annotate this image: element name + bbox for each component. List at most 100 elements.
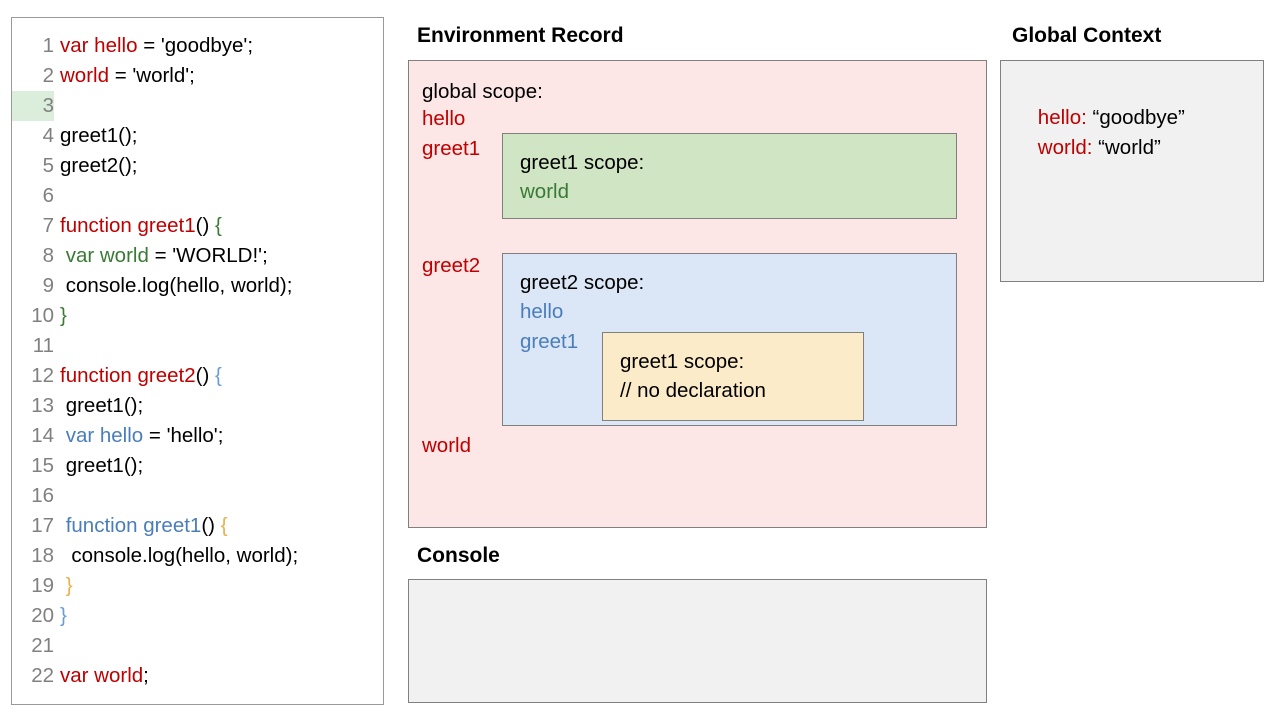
code-line-text: greet1(); [60,391,143,421]
code-token: var hello [60,34,138,57]
greet1-inner-scope-label: greet1 scope: [620,350,745,373]
greet2-scope-binding-greet1: greet1 [520,330,579,353]
code-line[interactable]: 17 function greet1() { [12,511,383,541]
line-number-gutter: 2 [12,61,60,91]
code-token: function greet2 [60,364,196,387]
code-line[interactable]: 18 console.log(hello, world); [12,541,383,571]
line-number-gutter: 19 [12,571,60,601]
code-token: () [195,364,215,387]
code-token: world [60,64,109,87]
line-number: 17 [31,514,54,537]
code-line[interactable]: 21 [12,631,383,661]
line-number: 13 [31,394,54,417]
console-output-box[interactable] [408,579,987,703]
code-line-text: console.log(hello, world); [60,541,298,571]
line-number: 8 [42,244,54,267]
code-line[interactable]: 8 var world = 'WORLD!'; [12,241,383,271]
line-number: 11 [32,334,54,357]
code-token: } [65,574,73,597]
code-token: ; [143,664,149,687]
code-token: () [201,514,221,537]
line-number-gutter: 17 [12,511,60,541]
code-token: { [220,514,228,537]
greet1-inner-scope-box: greet1 scope: // no declaration [602,332,864,421]
code-token: () [195,214,215,237]
code-line[interactable]: 14 var hello = 'hello'; [12,421,383,451]
code-line-text: function greet1() { [60,211,222,241]
global-context-entry-world: world: “world” [1015,109,1161,187]
code-token: function greet1 [65,514,202,537]
greet1-scope-box: greet1 scope: world [502,133,957,219]
code-token: var world [65,244,149,267]
environment-record-box: global scope: hello greet1 greet2 world … [408,60,987,528]
line-number-gutter: 22 [12,661,60,691]
global-scope-binding-greet1: greet1 [422,137,481,160]
line-number-gutter: 8 [12,241,60,271]
line-number-gutter: 20 [12,601,60,631]
line-number: 19 [31,574,54,597]
code-token: greet1(); [65,394,144,417]
code-token: var hello [65,424,144,447]
code-line-text: console.log(hello, world); [60,271,293,301]
line-number: 12 [31,364,54,387]
line-number: 10 [31,304,54,327]
line-number: 22 [31,664,54,687]
global-context-value-world: “world” [1092,136,1161,159]
global-scope-binding-hello: hello [422,107,466,130]
global-scope-label: global scope: [422,80,543,103]
line-number: 15 [31,454,54,477]
code-token: { [214,364,222,387]
code-line[interactable]: 20} [12,601,383,631]
code-line[interactable]: 10} [12,301,383,331]
global-context-value-hello: “goodbye” [1086,106,1185,129]
code-line[interactable]: 19 } [12,571,383,601]
code-line[interactable]: 6 [12,181,383,211]
code-line[interactable]: 12 function greet2() { [12,361,383,391]
line-number-gutter: 12 [12,361,60,391]
code-line[interactable]: 2 world = 'world'; [12,61,383,91]
line-number-gutter: 21 [12,631,60,661]
code-token: console.log(hello, world); [65,544,299,567]
greet2-scope-box: greet2 scope: hello greet1 greet1 scope:… [502,253,957,426]
line-number: 9 [42,274,54,297]
global-scope-binding-world: world [422,434,471,457]
line-number-gutter: 1 [12,31,60,61]
global-context-entry-hello: hello: “goodbye” [1015,79,1185,157]
code-token: { [214,214,222,237]
code-token: console.log(hello, world); [65,274,293,297]
line-number: 5 [42,154,54,177]
code-token: var world [60,664,144,687]
line-number-gutter: 9 [12,271,60,301]
line-number: 20 [31,604,54,627]
code-line[interactable]: 15 greet1(); [12,451,383,481]
line-number-gutter: 16 [12,481,60,511]
code-line[interactable]: 13 greet1(); [12,391,383,421]
line-number-gutter: 13 [12,391,60,421]
code-line[interactable]: 16 [12,481,383,511]
code-token: } [60,304,67,327]
code-line-text: } [60,571,73,601]
line-number-gutter: 18 [12,541,60,571]
line-number-gutter: 6 [12,181,60,211]
greet1-scope-binding-world: world [520,180,569,203]
greet1-scope-label: greet1 scope: [520,151,645,174]
environment-record-title: Environment Record [417,24,624,47]
code-line[interactable]: 22 var world; [12,661,383,691]
code-line-text: world = 'world'; [60,61,195,91]
line-number: 14 [31,424,54,447]
code-line-text: var hello = 'hello'; [60,421,224,451]
code-line-text: var world; [60,661,149,691]
code-line[interactable]: 9 console.log(hello, world); [12,271,383,301]
code-line[interactable]: 3 [12,91,383,121]
global-scope-binding-greet2: greet2 [422,254,481,277]
code-line[interactable]: 11 [12,331,383,361]
code-token: = 'world'; [109,64,195,87]
line-number: 2 [42,64,54,87]
code-line-text: } [60,301,67,331]
global-context-title: Global Context [1012,24,1162,47]
